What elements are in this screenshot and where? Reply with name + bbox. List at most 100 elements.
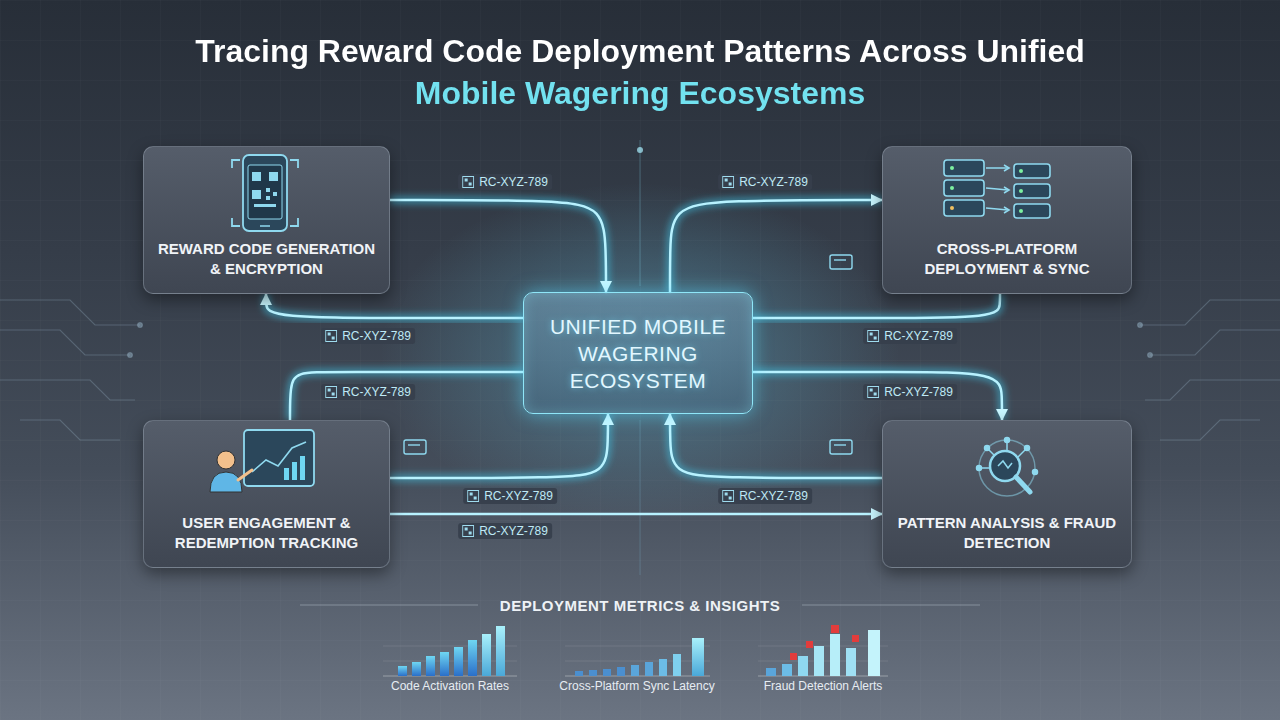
analyst-screen-icon-part — [217, 451, 235, 469]
circuit-traces-part — [20, 420, 120, 440]
fraud-magnifier-icon-part — [987, 448, 995, 456]
fraud-magnifier-icon — [977, 438, 1038, 497]
latency-bar-chart-part — [692, 638, 704, 676]
fraud-alert-chart-part — [868, 630, 880, 676]
connector-glow — [390, 200, 606, 292]
circuit-traces-part — [1160, 420, 1260, 440]
edge-label: RC-XYZ-789 — [484, 489, 553, 503]
edge-label: RC-XYZ-789 — [739, 175, 808, 189]
phone-qr-icon-part — [269, 172, 278, 181]
fraud-alert-chart — [758, 625, 888, 676]
flow-connector — [753, 372, 1002, 420]
connector-line — [390, 200, 606, 292]
latency-bar-chart-part — [631, 665, 639, 676]
flow-connector — [390, 200, 606, 292]
activation-bar-chart-part — [482, 634, 491, 676]
edge-label-patch: RC-XYZ-789 — [863, 328, 957, 344]
phone-qr-icon — [232, 155, 298, 231]
token-card-icon-part — [404, 440, 426, 454]
edge-label-patch: RC-XYZ-789 — [718, 174, 812, 190]
activation-bar-chart-part — [468, 640, 477, 676]
phone-qr-icon-part — [252, 172, 261, 181]
process-box: CROSS-PLATFORM DEPLOYMENT & SYNC — [882, 146, 1132, 294]
connector-glow — [390, 414, 608, 478]
activation-bar-chart-part — [426, 656, 435, 676]
node-label: REWARD CODE GENERATION & ENCRYPTION — [154, 239, 379, 279]
fraud-magnifier-icon-part — [979, 440, 1035, 496]
chart-caption: Fraud Detection Alerts — [764, 679, 883, 693]
server-sync-icon-part — [1014, 184, 1050, 198]
edge-label-patch: RC-XYZ-789 — [321, 384, 415, 400]
qr-glyph-frame — [723, 491, 734, 502]
circuit-traces-part — [0, 380, 135, 400]
edge-label-patch: RC-XYZ-789 — [463, 488, 557, 504]
token-card-icon-part — [830, 255, 852, 269]
connector-line — [266, 294, 523, 318]
edge-label: RC-XYZ-789 — [342, 329, 411, 343]
chart-caption: Cross-Platform Sync Latency — [559, 679, 714, 693]
connector-line — [670, 200, 882, 292]
qr-glyph-dot — [474, 497, 477, 500]
qr-glyph-frame — [463, 177, 474, 188]
qr-glyph-dot — [725, 179, 728, 182]
qr-glyph — [867, 386, 879, 398]
fraud-magnifier-icon-part — [985, 446, 990, 451]
flow-connector — [390, 414, 608, 478]
token-card-icon-part — [834, 444, 846, 445]
qr-glyph-frame — [468, 491, 479, 502]
fraud-magnifier-icon-part — [990, 451, 1020, 481]
qr-glyph-dot — [469, 183, 472, 186]
fraud-alert-chart-part — [814, 646, 824, 676]
edge-label: RC-XYZ-789 — [739, 489, 808, 503]
latency-bar-chart-part — [645, 662, 653, 676]
token-card-icon — [404, 255, 852, 454]
fraud-magnifier-icon-part — [1033, 470, 1038, 475]
fraud-alert-chart-part — [852, 635, 859, 642]
phone-qr-icon-part — [232, 160, 298, 226]
analyst-screen-icon — [210, 430, 314, 492]
hub-glow-part — [637, 147, 643, 153]
qr-glyph-dot — [725, 493, 728, 496]
connector-glow — [266, 294, 523, 318]
circuit-traces-part — [0, 300, 140, 325]
qr-glyph — [325, 330, 337, 342]
qr-glyph-dot — [328, 333, 331, 336]
server-sync-icon — [944, 160, 1050, 218]
qr-glyph-dot — [332, 393, 335, 396]
activation-bar-chart-part — [412, 662, 421, 676]
edge-label-patch: RC-XYZ-789 — [863, 384, 957, 400]
analyst-screen-icon-part — [238, 470, 252, 480]
qr-glyph-dot — [332, 337, 335, 340]
connector-glow — [670, 414, 882, 478]
server-sync-icon-part — [950, 206, 954, 210]
qr-glyph — [325, 386, 337, 398]
flow-connector — [390, 514, 882, 515]
server-sync-icon-part — [944, 180, 984, 196]
qr-glyph — [467, 490, 479, 502]
process-box: REWARD CODE GENERATION & ENCRYPTION — [143, 146, 390, 294]
node-label: UNIFIED MOBILE WAGERING ECOSYSTEM — [534, 313, 742, 394]
process-box: PATTERN ANALYSIS & FRAUD DETECTION — [882, 420, 1132, 568]
hub-box: UNIFIED MOBILE WAGERING ECOSYSTEM — [523, 292, 753, 414]
server-sync-icon-part — [944, 200, 984, 216]
phone-qr-icon-part — [266, 196, 270, 200]
hub-glow-part — [640, 140, 641, 286]
edge-label: RC-XYZ-789 — [479, 524, 548, 538]
hub-glow — [380, 140, 900, 575]
analyst-screen-icon-part — [252, 442, 306, 472]
circuit-traces-part — [128, 353, 133, 358]
edge-label-patch: RC-XYZ-789 — [321, 328, 415, 344]
flow-connector — [753, 294, 1000, 318]
fraud-alert-chart-part — [798, 656, 808, 676]
circuit-traces — [0, 300, 1280, 440]
latency-bar-chart-part — [575, 671, 583, 676]
section-divider-part — [802, 605, 980, 606]
qr-glyph-dot — [870, 389, 873, 392]
chart-caption: Code Activation Rates — [391, 679, 509, 693]
activation-bar-chart — [383, 626, 517, 676]
flow-connector — [290, 372, 523, 420]
fraud-magnifier-icon-part — [1005, 438, 1010, 443]
